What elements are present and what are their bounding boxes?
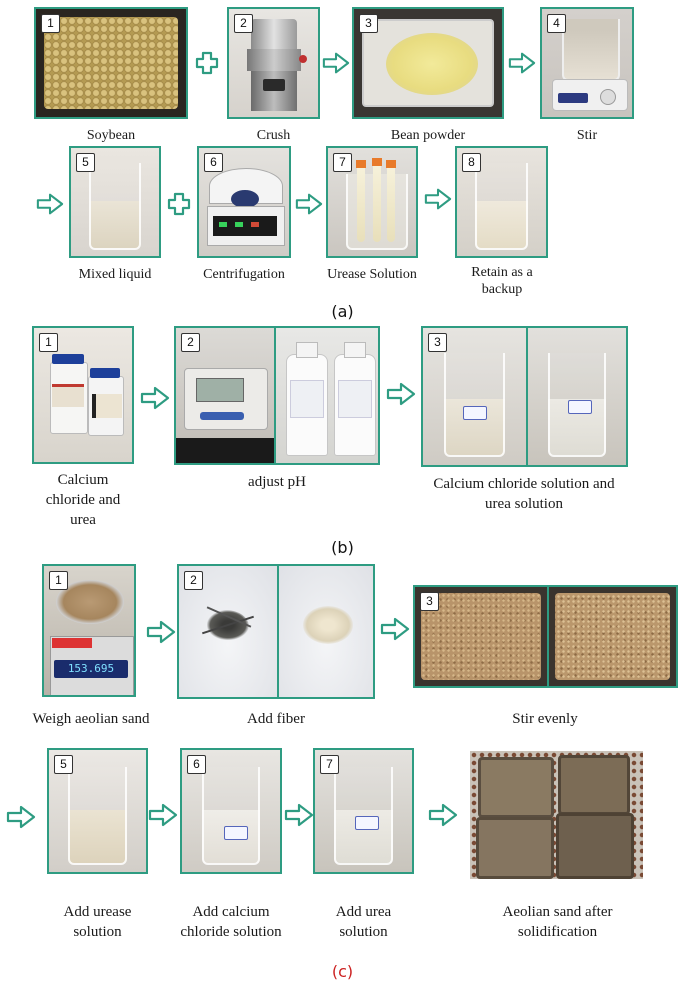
step-number: 2 bbox=[234, 14, 253, 33]
step-caption: Centrifugation bbox=[203, 267, 285, 282]
step-number: 7 bbox=[333, 153, 352, 172]
step-caption: Urease Solution bbox=[327, 267, 417, 282]
arrow-right-icon bbox=[148, 802, 178, 828]
fiber-photo: 2 bbox=[177, 564, 375, 699]
step-number: 2 bbox=[181, 333, 200, 352]
backup-liquid-photo: 8 bbox=[455, 146, 548, 258]
arrow-right-icon bbox=[295, 192, 323, 216]
step-number: 3 bbox=[428, 333, 447, 352]
step-caption: Mixed liquid bbox=[78, 267, 152, 282]
step-caption: Add urea solution bbox=[335, 904, 392, 940]
step-number: 8 bbox=[462, 153, 481, 172]
plus-icon bbox=[195, 51, 219, 75]
arrow-right-icon bbox=[386, 381, 416, 407]
step-caption: Crush bbox=[256, 128, 291, 143]
step-caption: Retain as a backup bbox=[471, 265, 533, 297]
section-label: (b) bbox=[331, 538, 354, 557]
sand-trays-photo: 3 bbox=[413, 585, 678, 688]
step-number: 3 bbox=[420, 592, 439, 611]
section-label: (a) bbox=[331, 302, 354, 321]
step-caption: Aeolian sand after solidification bbox=[502, 904, 613, 940]
step-number: 6 bbox=[187, 755, 206, 774]
scale-photo: 153.695 1 bbox=[42, 564, 136, 697]
solidified-samples-photo bbox=[470, 751, 643, 879]
urease-beaker-photo: 5 bbox=[47, 748, 148, 874]
crusher-photo: 2 bbox=[227, 7, 320, 119]
urea-beaker-photo: 7 bbox=[313, 748, 414, 874]
scale-display: 153.695 bbox=[67, 662, 115, 675]
solutions-photo: 3 bbox=[421, 326, 628, 467]
step-caption: Weigh aeolian sand bbox=[32, 711, 150, 727]
ph-meter-photo: 2 bbox=[174, 326, 380, 465]
step-number: 1 bbox=[39, 333, 58, 352]
arrow-right-icon bbox=[140, 385, 170, 411]
step-caption: Add fiber bbox=[247, 711, 305, 727]
arrow-right-icon bbox=[36, 192, 64, 216]
plus-icon bbox=[167, 192, 191, 216]
section-label: (c) bbox=[331, 962, 354, 981]
calcium-beaker-photo: 6 bbox=[180, 748, 282, 874]
arrow-right-icon bbox=[380, 616, 410, 642]
arrow-right-icon bbox=[6, 804, 36, 830]
stirrer-photo: 4 bbox=[540, 7, 634, 119]
arrow-right-icon bbox=[508, 51, 536, 75]
step-number: 1 bbox=[49, 571, 68, 590]
step-number: 3 bbox=[359, 14, 378, 33]
arrow-right-icon bbox=[424, 187, 452, 211]
centrifuge-photo: 6 bbox=[197, 146, 291, 258]
step-caption: adjust pH bbox=[248, 474, 306, 490]
step-caption: Soybean bbox=[86, 128, 136, 143]
step-number: 5 bbox=[76, 153, 95, 172]
step-caption: Stir evenly bbox=[512, 711, 578, 727]
arrow-right-icon bbox=[146, 619, 176, 645]
step-number: 6 bbox=[204, 153, 223, 172]
urease-solution-photo: 7 bbox=[326, 146, 418, 258]
reagent-bottles-photo: 1 bbox=[32, 326, 134, 464]
soybean-photo: 1 bbox=[34, 7, 188, 119]
step-caption: Calcium chloride and urea bbox=[45, 472, 121, 528]
step-number: 2 bbox=[184, 571, 203, 590]
mixed-liquid-photo: 5 bbox=[69, 146, 161, 258]
step-caption: Bean powder bbox=[390, 128, 466, 143]
step-number: 7 bbox=[320, 755, 339, 774]
bean-powder-photo: 3 bbox=[352, 7, 504, 119]
step-number: 1 bbox=[41, 14, 60, 33]
step-number: 5 bbox=[54, 755, 73, 774]
step-number: 4 bbox=[547, 14, 566, 33]
step-caption: Add urease solution bbox=[63, 904, 132, 940]
step-caption: Calcium chloride solution and urea solut… bbox=[433, 476, 615, 512]
arrow-right-icon bbox=[284, 802, 314, 828]
arrow-right-icon bbox=[322, 51, 350, 75]
step-caption: Add calcium chloride solution bbox=[180, 904, 282, 940]
step-caption: Stir bbox=[576, 128, 598, 143]
arrow-right-icon bbox=[428, 802, 458, 828]
